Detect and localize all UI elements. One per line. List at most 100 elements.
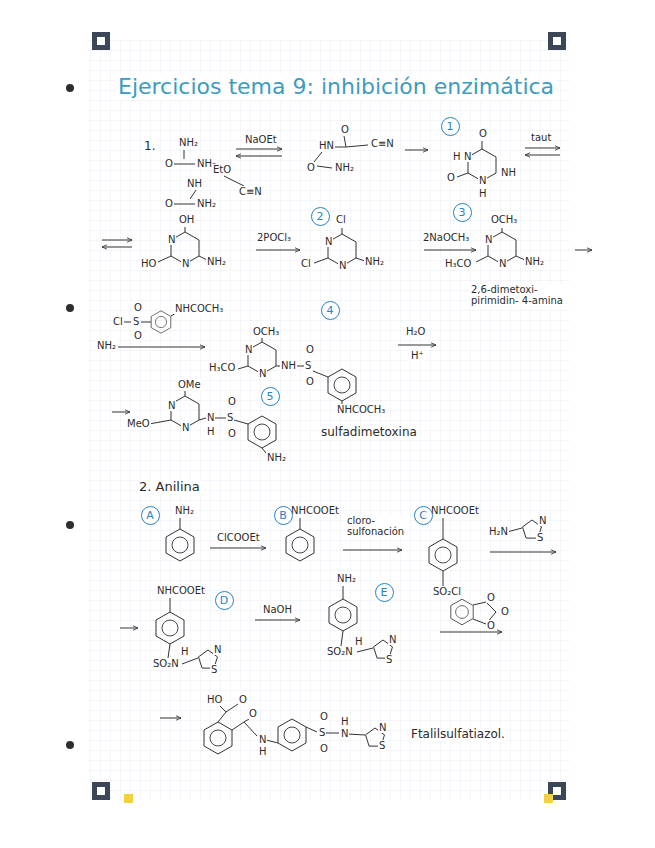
chem-label: N [538, 515, 547, 526]
chem-label: S [304, 360, 312, 371]
chem-label: NH₂ [178, 137, 199, 148]
step-number: 5 [267, 391, 274, 402]
chem-label: H [340, 716, 350, 727]
chem-label: OMe [177, 379, 202, 390]
step-number: B [279, 510, 287, 521]
step-circle: 4 [321, 301, 340, 320]
chem-label: NHCOOEt [156, 585, 206, 596]
chem-label: O [319, 743, 329, 754]
chem-label: EtO [212, 164, 232, 175]
chem-label: N [167, 400, 176, 411]
chem-label: O [238, 694, 248, 705]
chem-label: N [258, 734, 267, 745]
chem-label: N [484, 234, 493, 245]
step-circle: 3 [453, 203, 472, 222]
chem-label: 2. Anilina [138, 480, 201, 494]
step-number: 1 [447, 121, 454, 132]
step-number: E [381, 587, 388, 598]
chem-label: NH₂ [524, 256, 545, 267]
step-number: 4 [327, 305, 334, 316]
step-circle: C [414, 506, 433, 525]
chem-label: Cl [335, 214, 347, 225]
chem-label: H₃CO [444, 258, 472, 269]
chem-label: OH [178, 214, 195, 225]
chem-label: Cl [112, 316, 124, 327]
chem-label: NH₂ [174, 505, 195, 516]
chem-label: S [536, 532, 544, 543]
chem-label: N [206, 412, 215, 423]
chem-label: NH₂ [336, 573, 357, 584]
chem-label: 2,6-dimetoxi-pirimidin- 4-amina [470, 284, 572, 306]
chem-label: C≡N [238, 186, 263, 197]
chem-label: OCH₃ [252, 326, 280, 337]
chem-label: H [258, 746, 268, 757]
chem-label: C≡N [370, 138, 395, 149]
step-circle: E [375, 583, 394, 602]
chem-label: N [463, 151, 472, 162]
chem-label: N [378, 722, 387, 733]
step-number: 2 [317, 211, 324, 222]
chem-label: NH₂ [206, 256, 227, 267]
chem-label: O [164, 198, 174, 209]
chem-label: MeO [126, 418, 151, 429]
chem-label: SO₂N [152, 658, 180, 669]
chem-label: H⁺ [410, 350, 425, 361]
chem-label: H₂O [405, 326, 426, 337]
chem-label: S [378, 740, 386, 751]
chem-label: O [305, 344, 315, 355]
chem-label: O [340, 124, 350, 135]
chem-label: H [478, 188, 488, 199]
chem-label: NH₂ [266, 452, 287, 463]
chem-label: S [210, 664, 218, 675]
chem-label: N [338, 260, 347, 271]
chem-label: N [498, 258, 507, 269]
chem-label: H [452, 151, 462, 162]
chem-label: Ftalilsulfatiazol. [410, 728, 506, 741]
chem-label: NH [280, 360, 297, 371]
chem-label: N [181, 258, 190, 269]
chem-label: O [164, 158, 174, 169]
chem-label: O [486, 592, 496, 603]
step-number: C [419, 510, 427, 521]
chem-label: 2NaOCH₃ [422, 232, 470, 243]
chem-label: NHCOOEt [290, 505, 340, 516]
chem-label: O [486, 620, 496, 631]
chem-label: N [388, 634, 397, 645]
chem-label: H [180, 646, 190, 657]
chem-label: N [244, 344, 253, 355]
chem-label: O [305, 376, 315, 387]
chem-label: NH₂ [334, 162, 355, 173]
chem-label: O [227, 428, 237, 439]
chem-label: O [306, 162, 316, 173]
chem-label: H [354, 636, 364, 647]
chem-label: N [478, 175, 487, 186]
chem-label: NH₂ [96, 340, 117, 351]
chem-label: cloro- sulfonación [346, 515, 410, 537]
chem-label: O [227, 396, 237, 407]
chem-label: SO₂Cl [432, 586, 462, 597]
step-number: 3 [459, 207, 466, 218]
step-circle: B [274, 506, 293, 525]
chem-label: N [181, 422, 190, 433]
chem-label: NHCOCH₃ [336, 404, 386, 415]
chem-label: S [318, 727, 326, 738]
chem-label: O [248, 708, 258, 719]
chem-label: NH₂ [364, 256, 385, 267]
chem-label: N [167, 234, 176, 245]
chem-label: ClCOOEt [216, 532, 261, 543]
chem-label: S [226, 412, 234, 423]
chem-label: sulfadimetoxina [320, 426, 418, 439]
chem-label: O [319, 711, 329, 722]
chem-label: N [324, 236, 333, 247]
step-circle: 5 [261, 387, 280, 406]
chem-label: N [340, 728, 349, 739]
chem-label: N [213, 644, 222, 655]
chem-label: NH [500, 167, 517, 178]
chem-label: NH₂ [196, 198, 217, 209]
chem-label: Cl [300, 258, 312, 269]
chem-label: HN [318, 140, 335, 151]
chem-label: 1. [143, 140, 156, 153]
chem-label: O [133, 302, 143, 313]
chem-label: O [478, 128, 488, 139]
